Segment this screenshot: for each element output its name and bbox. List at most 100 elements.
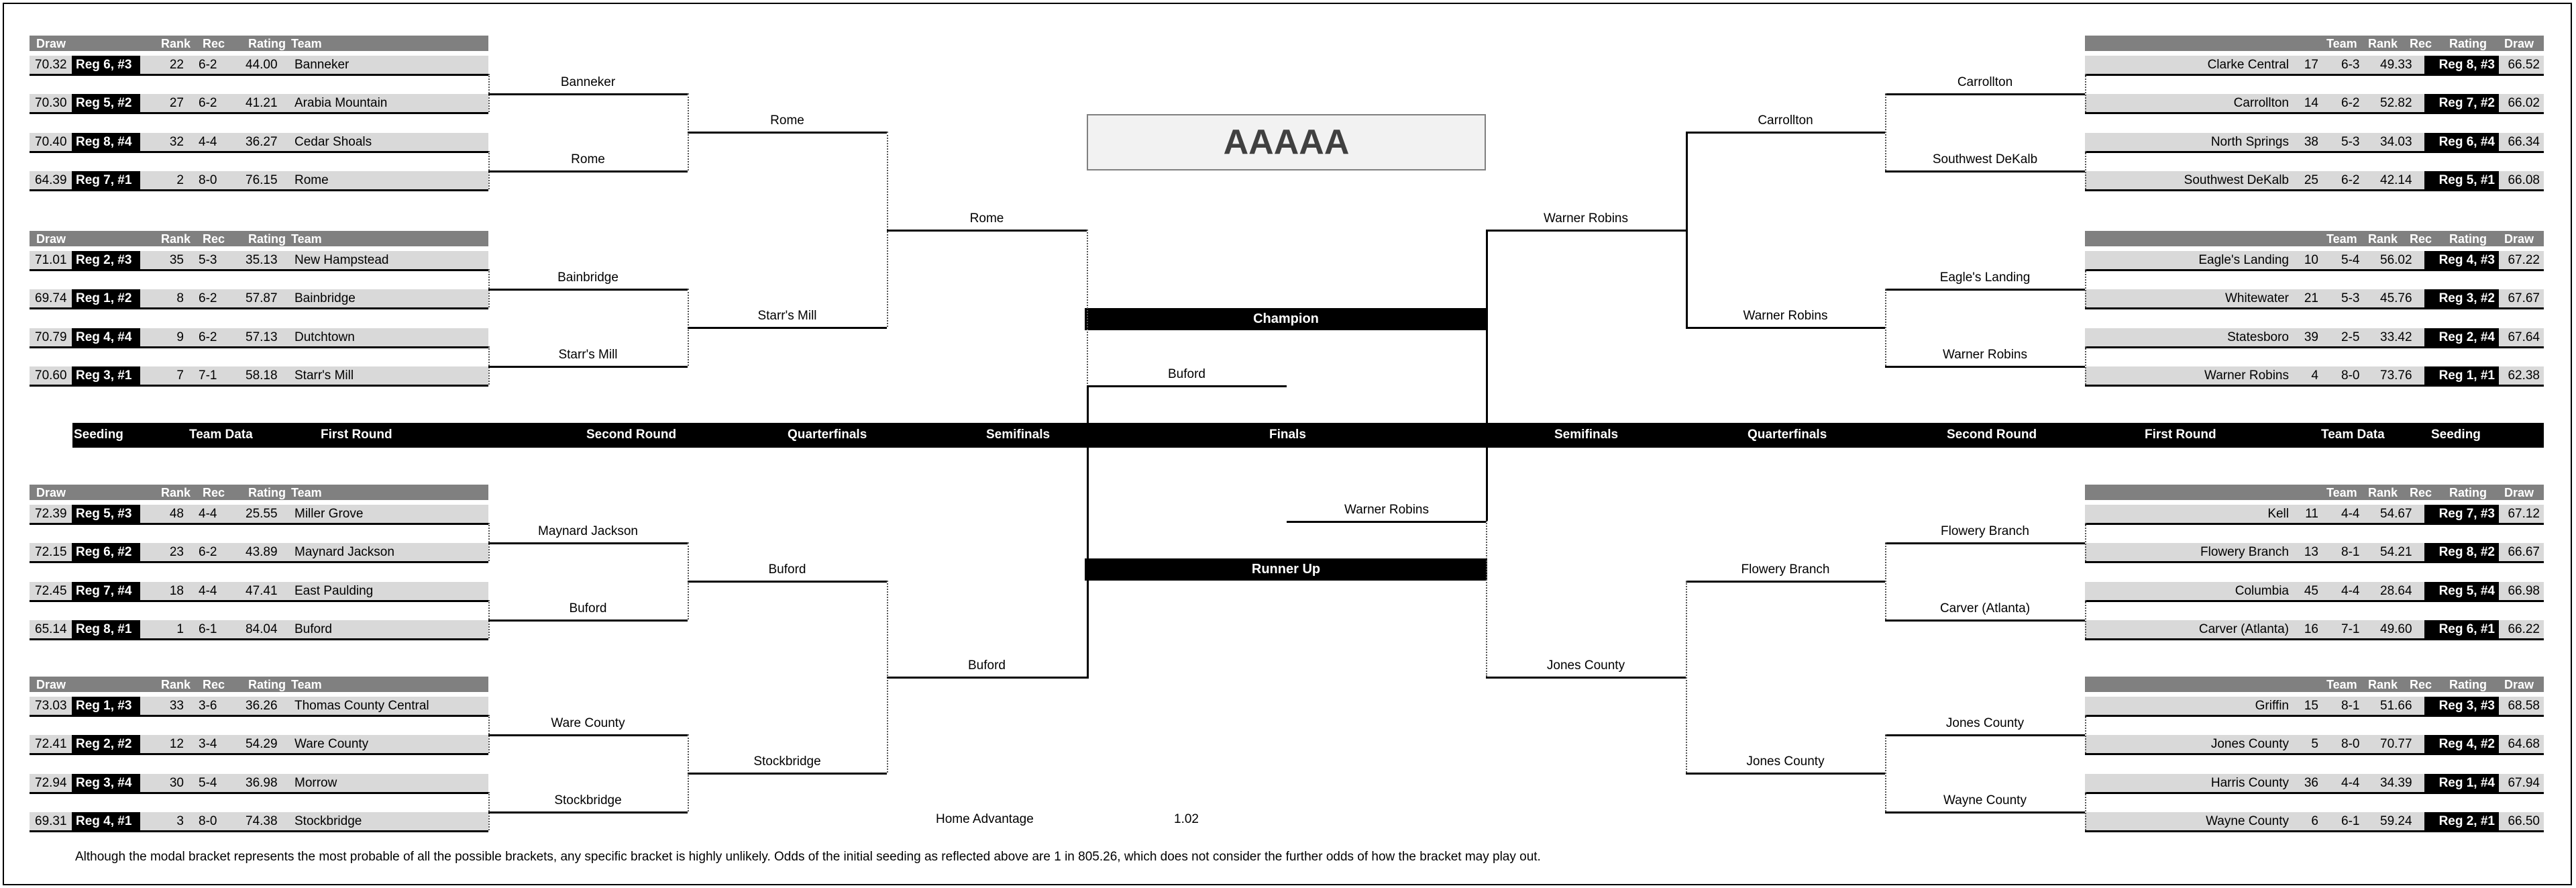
- rating-value: 45.76: [2380, 291, 2412, 305]
- bracket-connector: [1885, 542, 1886, 620]
- rank-value: 25: [2304, 173, 2318, 187]
- rec-value: 6-2: [199, 330, 217, 344]
- team-name: Starr's Mill: [294, 368, 354, 383]
- rank-header: Rank: [2368, 37, 2398, 50]
- rank-value: 17: [2304, 58, 2318, 72]
- draw-value: 66.67: [2508, 545, 2540, 559]
- rating-header: Rating: [2449, 678, 2487, 691]
- team-name: Whitewater: [2224, 291, 2289, 305]
- rec-header: Rec: [2410, 232, 2432, 246]
- rating-value: 70.77: [2380, 737, 2412, 751]
- rating-header: Rating: [248, 232, 286, 246]
- bracket-connector: [2085, 600, 2086, 638]
- bracket-line: [488, 93, 688, 95]
- team-name: Stockbridge: [294, 814, 362, 828]
- seed-label: Reg 4, #4: [76, 330, 132, 344]
- rank-value: 32: [169, 135, 184, 149]
- seed-label: Reg 4, #3: [2438, 253, 2495, 267]
- rating-value: 54.29: [246, 737, 278, 751]
- draw-header: Draw: [36, 232, 66, 246]
- seed-badge: Reg 6, #3: [72, 56, 140, 74]
- seed-badge: Reg 4, #4: [72, 328, 140, 346]
- draw-value: 70.79: [35, 330, 67, 344]
- rec-value: 5-4: [2341, 253, 2360, 267]
- rating-value: 59.24: [2380, 814, 2412, 828]
- draw-header: Draw: [36, 486, 66, 499]
- seed-label: Reg 7, #3: [2438, 507, 2495, 521]
- rank-value: 18: [169, 584, 184, 598]
- rating-value: 73.76: [2380, 368, 2412, 383]
- bracket-line: [1885, 288, 2085, 291]
- seed-badge: Reg 1, #1: [2424, 366, 2499, 385]
- winner-label: Flowery Branch: [1741, 562, 1830, 577]
- seed-badge: Reg 3, #4: [72, 774, 140, 792]
- rating-value: 58.18: [246, 368, 278, 383]
- winner-label: Rome: [969, 211, 1004, 226]
- seed-badge: Reg 6, #1: [2424, 620, 2499, 638]
- winner-label: Wayne County: [1943, 793, 2027, 807]
- team-name: Warner Robins: [2204, 368, 2289, 383]
- winner-label: Ware County: [551, 716, 625, 730]
- rating-value: 43.89: [246, 545, 278, 559]
- seed-badge: Reg 4, #2: [2424, 735, 2499, 753]
- rec-header: Rec: [203, 232, 225, 246]
- team-name: Griffin: [2255, 699, 2289, 713]
- rank-value: 21: [2304, 291, 2318, 305]
- rank-value: 16: [2304, 622, 2318, 636]
- seed-label: Reg 5, #1: [2438, 173, 2495, 187]
- rank-header: Rank: [161, 37, 191, 50]
- seed-label: Reg 7, #4: [76, 584, 132, 598]
- rating-value: 34.03: [2380, 135, 2412, 149]
- seed-label: Reg 2, #1: [2438, 814, 2495, 828]
- team-name: Kell: [2267, 507, 2289, 521]
- draw-value: 67.94: [2508, 776, 2540, 790]
- winner-label: Jones County: [1746, 754, 1825, 769]
- seed-label: Reg 1, #1: [2438, 368, 2495, 383]
- seed-badge: Reg 2, #2: [72, 735, 140, 753]
- seed-label: Reg 7, #2: [2438, 96, 2495, 110]
- bracket-line: [488, 288, 688, 291]
- round-header-right: Semifinals: [1554, 428, 1619, 442]
- rating-header: Rating: [248, 37, 286, 50]
- rating-value: 49.33: [2380, 58, 2412, 72]
- rank-value: 48: [169, 507, 184, 521]
- bracket-line: [1885, 811, 2085, 813]
- round-header-right: Seeding: [2431, 428, 2481, 442]
- team-name: Arabia Mountain: [294, 96, 388, 110]
- draw-value: 72.39: [35, 507, 67, 521]
- rating-value: 28.64: [2380, 584, 2412, 598]
- round-header-right: Quarterfinals: [1748, 428, 1827, 442]
- winner-label: Starr's Mill: [558, 347, 618, 362]
- rating-value: 56.02: [2380, 253, 2412, 267]
- rec-value: 2-5: [2341, 330, 2360, 344]
- draw-header: Draw: [36, 37, 66, 50]
- rec-value: 4-4: [199, 135, 217, 149]
- team-header: Team: [291, 486, 322, 499]
- rec-value: 3-4: [199, 737, 217, 751]
- rank-value: 7: [176, 368, 184, 383]
- rank-value: 2: [176, 173, 184, 187]
- rec-value: 8-1: [2341, 699, 2360, 713]
- winner-label: Warner Robins: [1743, 309, 1828, 323]
- winner-label: Warner Robins: [1543, 211, 1628, 226]
- draw-value: 66.52: [2508, 58, 2540, 72]
- seed-badge: Reg 2, #3: [72, 251, 140, 269]
- rec-value: 4-4: [2341, 776, 2360, 790]
- rating-value: 57.87: [246, 291, 278, 305]
- team-header: Team: [291, 232, 322, 246]
- rec-value: 6-1: [199, 622, 217, 636]
- round-header-left: Second Round: [586, 428, 677, 442]
- team-name: Clarke Central: [2207, 58, 2289, 72]
- rank-value: 4: [2311, 368, 2318, 383]
- rank-value: 6: [2311, 814, 2318, 828]
- bracket-line: [1486, 677, 1686, 679]
- rec-value: 8-0: [199, 814, 217, 828]
- bracket-connector: [1486, 521, 1487, 677]
- draw-value: 70.60: [35, 368, 67, 383]
- round-header-left: Quarterfinals: [788, 428, 867, 442]
